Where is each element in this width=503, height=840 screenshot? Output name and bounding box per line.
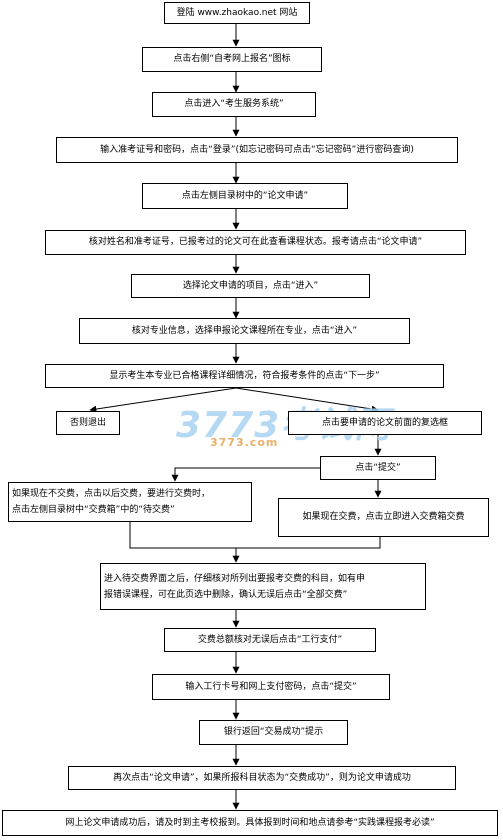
step-13-line2: 报错误课程，可在此页选中删除，确认无误后点击“全部交费” <box>104 589 348 600</box>
step-6-text: 核对姓名和准考证号，已报考过的论文可在此查看课程状态。报考请点击“论文申请” <box>88 237 423 247</box>
watermark-url: 3773.com <box>210 436 279 449</box>
step-10a-box: 否则退出 <box>56 411 120 435</box>
step-9-text: 显示考生本专业已合格课程详细情况，符合报考条件的点击“下一步” <box>109 370 380 381</box>
step-12b-box: 如果现在交费，点击立即进入交费箱交费 <box>278 498 489 537</box>
step-7-text: 选择论文申请的项目，点击“进入” <box>182 280 319 291</box>
step-16-text: 银行返回“交易成功”提示 <box>223 727 324 737</box>
step-12a-line2: 点击左侧目录树中“交费箱”中的“待交费” <box>12 505 175 515</box>
step-1-box: 登陆 www.zhaokao.net 网站 <box>164 2 310 24</box>
step-9-box: 显示考生本专业已合格课程详细情况，符合报考条件的点击“下一步” <box>45 364 444 388</box>
step-10b-text: 点击要申请的论文前面的复选框 <box>321 417 448 428</box>
step-11-text: 点击“提交” <box>355 462 401 473</box>
arrow-s11-s12a <box>171 467 320 482</box>
step-18-text: 网上论文申请成功后，请及时到主考校报到。具体报到时间和地点请参考“实践课程报考必… <box>65 817 435 828</box>
step-15-text: 输入工行卡号和网上支付密码，点击“提交” <box>185 681 357 692</box>
step-10a-text: 否则退出 <box>69 417 106 428</box>
arrow-s9-s10b <box>235 387 379 413</box>
step-5-text: 点击左侧目录树中的“论文申请” <box>181 190 309 201</box>
step-6-box: 核对姓名和准考证号，已报考过的论文可在此查看课程状态。报考请点击“论文申请” <box>45 230 466 255</box>
step-17-text: 再次点击“论文申请”，如果所报科目状态为“交费成功”，则为论文申请成功 <box>113 772 411 783</box>
step-13-box: 进入待交费界面之后，仔细核对所列出要报考交费的科目，如有申 报错误课程，可在此页… <box>100 563 426 610</box>
arrow-s12a-s13 <box>129 522 240 563</box>
step-13-line1: 进入待交费界面之后，仔细核对所列出要报考交费的科目，如有申 <box>104 573 366 584</box>
step-1-text: 登陆 www.zhaokao.net 网站 <box>176 7 298 18</box>
step-14-box: 交费总额核对无误后点击“工行支付” <box>164 628 376 652</box>
step-8-box: 核对专业信息，选择申报论文课程所在专业，点击“进入” <box>79 318 410 344</box>
step-12a-line1: 如果现在不交费，点击以后交费，要进行交费时， <box>12 489 211 499</box>
step-11-box: 点击“提交” <box>320 456 436 480</box>
step-18-box: 网上论文申请成功后，请及时到主考校报到。具体报到时间和地点请参考“实践课程报考必… <box>2 810 498 836</box>
step-17-box: 再次点击“论文申请”，如果所报科目状态为“交费成功”，则为论文申请成功 <box>68 766 456 790</box>
step-16-box: 银行返回“交易成功”提示 <box>199 720 348 745</box>
step-2-text: 点击右侧“自考网上报名”图标 <box>173 54 291 64</box>
step-3-box: 点击进入“考生服务系统” <box>152 92 316 117</box>
step-15-box: 输入工行卡号和网上支付密码，点击“提交” <box>152 674 390 700</box>
step-12b-text: 如果现在交费，点击立即进入交费箱交费 <box>302 512 465 522</box>
step-5-box: 点击左侧目录树中的“论文申请” <box>142 183 348 209</box>
step-8-text: 核对专业信息，选择申报论文课程所在专业，点击“进入” <box>131 325 358 336</box>
step-10b-box: 点击要申请的论文前面的复选框 <box>288 411 482 435</box>
arrow-s9-s10a <box>89 387 237 413</box>
arrow-s12b-s13 <box>236 537 381 549</box>
step-4-text: 输入准考证号和密码，点击“登录”(如忘记密码可点击“忘记密码”进行密码查询) <box>100 144 414 155</box>
step-12a-box: 如果现在不交费，点击以后交费，要进行交费时， 点击左侧目录树中“交费箱”中的“待… <box>8 482 252 522</box>
step-2-box: 点击右侧“自考网上报名”图标 <box>142 47 322 72</box>
step-14-text: 交费总额核对无误后点击“工行支付” <box>197 634 343 645</box>
step-3-text: 点击进入“考生服务系统” <box>184 99 284 109</box>
step-4-box: 输入准考证号和密码，点击“登录”(如忘记密码可点击“忘记密码”进行密码查询) <box>56 137 458 163</box>
step-7-box: 选择论文申请的项目，点击“进入” <box>131 274 370 298</box>
